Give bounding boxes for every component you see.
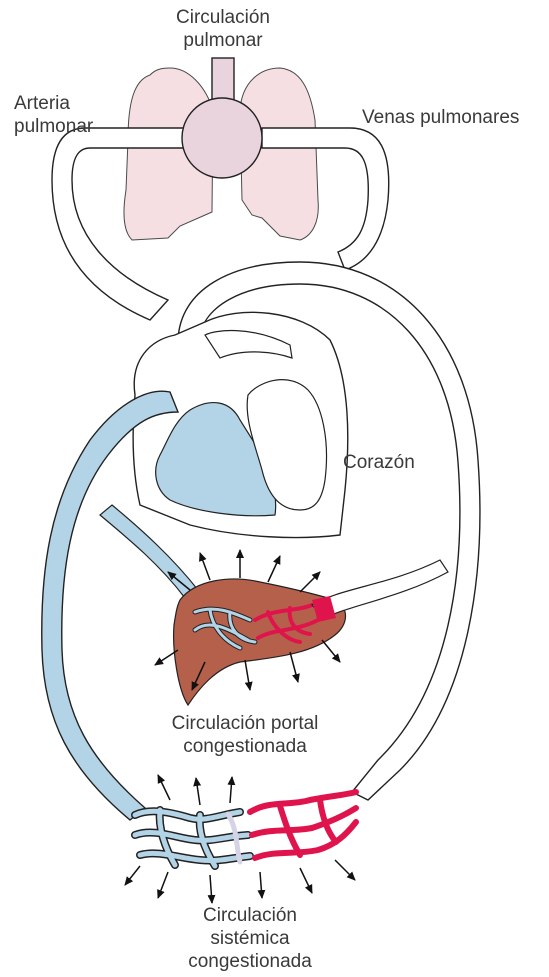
arrow	[335, 860, 355, 880]
pulmonary-circulation-label: Circulación pulmonar	[163, 6, 283, 52]
systemic-bed	[135, 792, 356, 866]
arrow	[158, 872, 168, 898]
systemic-capillaries-arterial	[250, 792, 356, 858]
arrow	[125, 866, 140, 885]
pulmonary-circulation-line-1: Circulación	[163, 6, 283, 29]
heart	[133, 312, 348, 537]
arrow	[290, 652, 298, 682]
systemic-circulation-label: Circulación sistémica congestionada	[180, 904, 320, 973]
pulmonary-artery-line-2: pulmonar	[14, 115, 93, 138]
pulmonary-veins-text: Venas pulmonares	[362, 106, 519, 129]
arrow	[300, 868, 312, 893]
portal-circulation-label: Circulación portal congestionada	[150, 712, 340, 758]
arrow	[300, 572, 320, 592]
arrow	[268, 556, 280, 582]
systemic-circulation-line-3: congestionada	[180, 950, 320, 973]
heart-label: Corazón	[343, 451, 415, 474]
systemic-circulation-line-2: sistémica	[180, 927, 320, 950]
arrow	[260, 872, 262, 898]
pulmonary-circulation-line-2: pulmonar	[163, 29, 283, 52]
heart-text: Corazón	[343, 451, 415, 474]
arrow	[158, 775, 170, 800]
portal-circulation-line-1: Circulación portal	[150, 712, 340, 735]
pulmonary-veins-label: Venas pulmonares	[362, 106, 519, 129]
pulmonary-artery-line-1: Arteria	[14, 92, 93, 115]
systemic-circulation-line-1: Circulación	[180, 904, 320, 927]
liver-body	[174, 579, 346, 705]
arrow	[196, 778, 200, 805]
arrow	[245, 660, 250, 690]
arrow	[322, 640, 340, 662]
pulmonary-artery-label: Arteria pulmonar	[14, 92, 93, 138]
portal-circulation-line-2: congestionada	[150, 735, 340, 758]
arrow	[200, 553, 210, 580]
arrow	[230, 777, 232, 803]
arrow	[210, 875, 212, 903]
pulmonary-bulb	[182, 98, 262, 178]
